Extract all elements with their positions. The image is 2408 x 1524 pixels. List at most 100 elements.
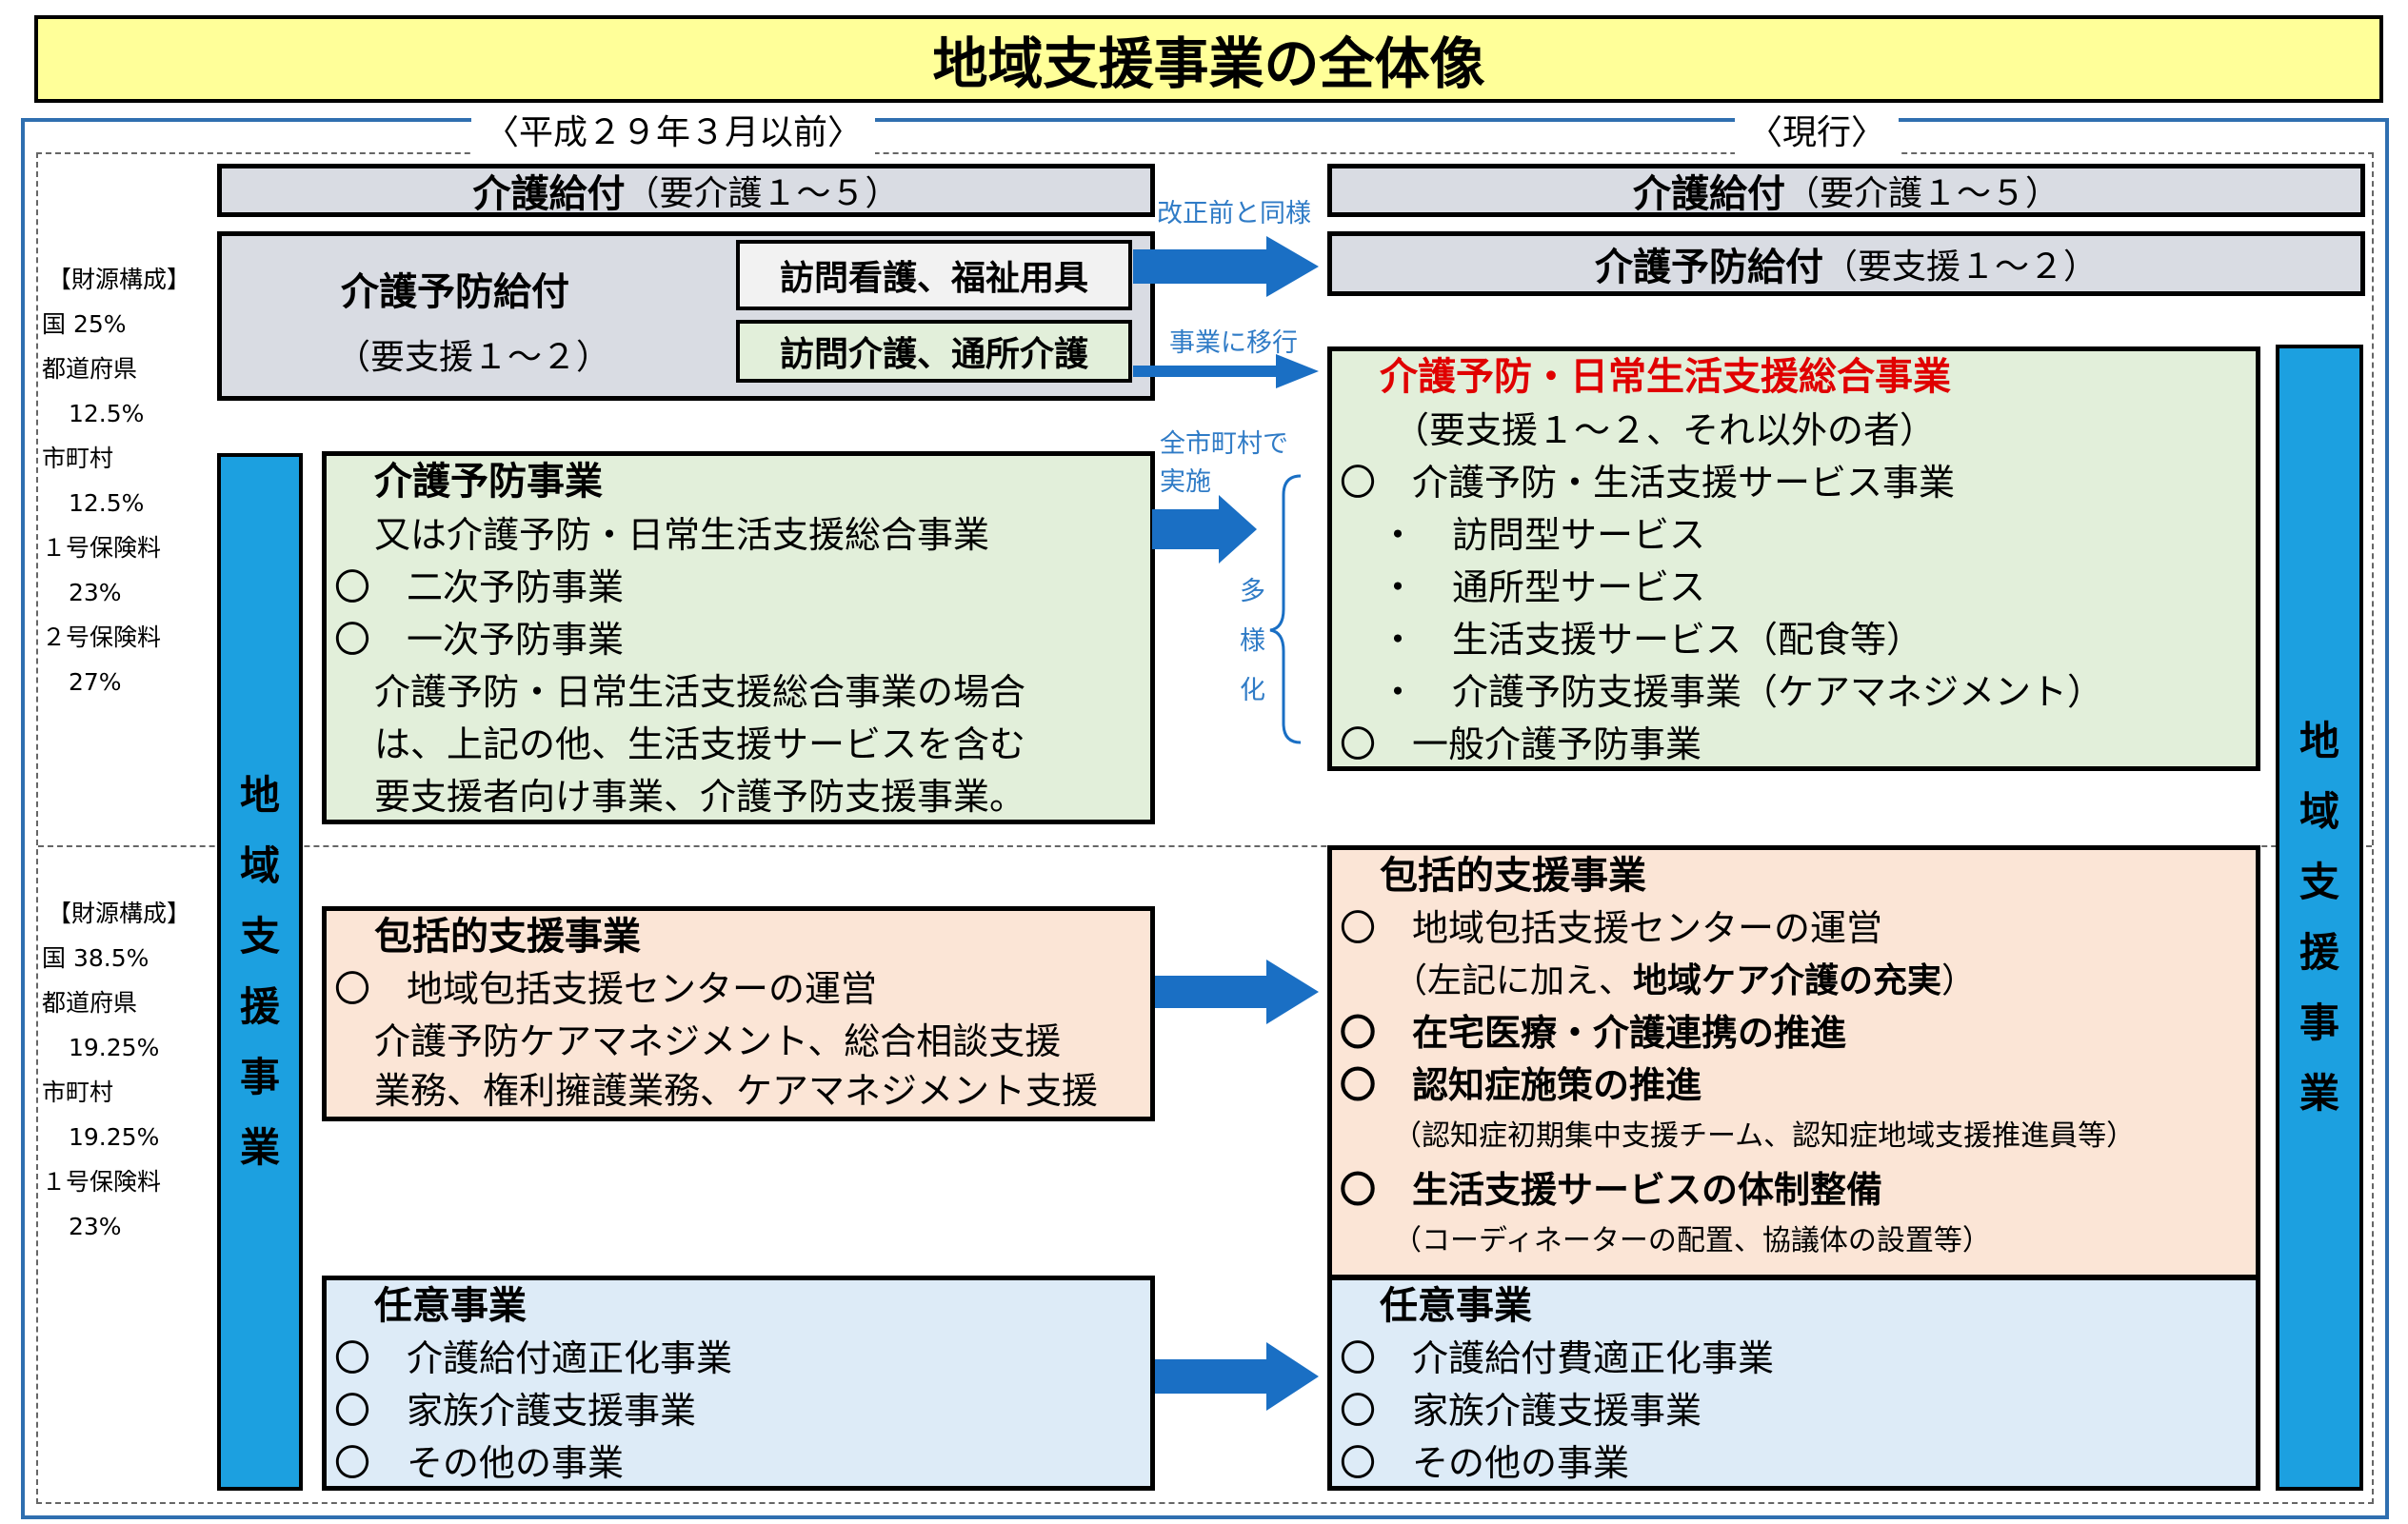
- funding-label: 【財源構成】: [48, 900, 191, 927]
- right-houkatsu-text: ）: [1941, 961, 1977, 1000]
- funding-item: 都道府県: [42, 989, 138, 1017]
- left-yobo-kyufu-sub: （要支援１～２）: [336, 338, 611, 377]
- funding-value: 19.25%: [69, 1034, 160, 1061]
- bar-char: 域: [2299, 788, 2339, 835]
- left-yobo-jigyo: 介護予防事業 又は介護予防・日常生活支援総合事業 〇 二次予防事業 〇 一次予防…: [322, 451, 1155, 824]
- funding-label: 【財源構成】: [48, 266, 191, 293]
- right-sogo-line: 〇 介護予防・生活支援サービス事業: [1340, 462, 1956, 504]
- arrow-move: [1133, 354, 1319, 388]
- label-diverse: 多 様 化: [1240, 567, 1265, 716]
- divider: [38, 845, 2372, 847]
- left-nini: 任意事業 〇 介護給付適正化事業 〇 家族介護支援事業 〇 その他の事業: [322, 1276, 1155, 1491]
- arrow-nini: [1155, 1342, 1319, 1411]
- funding-lower: 【財源構成】 国 38.5% 都道府県 19.25% 市町村 19.25% １号…: [42, 891, 204, 1249]
- arrow-yobo: [1152, 495, 1257, 564]
- right-sogo-jigyo: 介護予防・日常生活支援総合事業 （要支援１～２、それ以外の者） 〇 介護予防・生…: [1327, 346, 2260, 771]
- right-nini-line: 〇 その他の事業: [1340, 1442, 1630, 1484]
- left-houkatsu: 包括的支援事業 〇 地域包括支援センターの運営 介護予防ケアマネジメント、総合相…: [322, 906, 1155, 1121]
- funding-value: 19.25%: [69, 1123, 160, 1151]
- bar-char: 支: [239, 913, 280, 960]
- right-houkatsu-line: 〇 認知症施策の推進: [1340, 1064, 1702, 1106]
- right-yobo-kyufu: 介護予防給付 （要支援１～２）: [1327, 231, 2365, 296]
- left-kaigo-kyufu-main: 介護給付: [472, 172, 626, 216]
- funding-value: 12.5%: [69, 489, 145, 517]
- funding-item: 都道府県: [42, 355, 138, 383]
- right-kaigo-kyufu-main: 介護給付: [1632, 172, 1785, 216]
- funding-item: 市町村: [42, 445, 114, 472]
- left-chiiki-bar: 地域支援事業: [217, 453, 303, 1491]
- left-yobo-jigyo-line: 要支援者向け事業、介護予防支援事業。: [374, 776, 1026, 818]
- right-kaigo-kyufu: 介護給付 （要介護１～５）: [1327, 164, 2365, 217]
- brace-diverse: [1269, 474, 1302, 744]
- bar-char: 業: [239, 1124, 280, 1171]
- left-kaigo-kyufu-sub: （要介護１～５）: [625, 174, 900, 213]
- right-houkatsu-bold: 地域ケア介護の充実: [1633, 961, 1942, 1000]
- box-houmon-kaigo: 訪問介護、通所介護: [736, 320, 1132, 383]
- left-nini-line: 〇 介護給付適正化事業: [334, 1337, 733, 1379]
- left-houkatsu-line: 〇 地域包括支援センターの運営: [334, 968, 878, 1010]
- right-nini-line: 〇 家族介護支援事業: [1340, 1390, 1702, 1432]
- funding-item: ２号保険料: [42, 623, 162, 651]
- left-kaigo-kyufu: 介護給付 （要介護１～５）: [217, 164, 1155, 217]
- right-houkatsu-note: （認知症初期集中支援チーム、認知症地域支援推進員等）: [1393, 1119, 2136, 1153]
- right-sogo-line: ・ 生活支援サービス（配食等）: [1380, 619, 1923, 661]
- left-yobo-kyufu-main: 介護予防給付: [341, 270, 569, 314]
- right-houkatsu-line: 〇 在宅医療・介護連携の推進: [1340, 1012, 1847, 1054]
- left-houkatsu-line: 業務、権利擁護業務、ケアマネジメント支援: [374, 1070, 1099, 1112]
- bar-char: 援: [2299, 929, 2339, 976]
- left-yobo-jigyo-line: 又は介護予防・日常生活支援総合事業: [374, 514, 990, 556]
- arrow-kyufu: [1133, 236, 1319, 297]
- arrow-houkatsu: [1155, 960, 1319, 1024]
- funding-item: １号保険料: [42, 534, 162, 562]
- bar-char: 域: [239, 842, 280, 889]
- funding-value: 23%: [69, 1213, 122, 1240]
- funding-item: １号保険料: [42, 1168, 162, 1196]
- right-yobo-kyufu-main: 介護予防給付: [1594, 246, 1823, 289]
- funding-item: 国 25%: [42, 310, 127, 338]
- right-chiiki-bar: 地域支援事業: [2276, 345, 2363, 1491]
- left-yobo-jigyo-line: 〇 一次予防事業: [334, 619, 625, 661]
- inner-frame: [36, 152, 2374, 1504]
- left-chiiki-bar-label: 地域支援事業: [221, 761, 299, 1183]
- label-all2: 実施: [1160, 467, 1211, 497]
- right-sogo-line: 〇 一般介護予防事業: [1340, 723, 1702, 765]
- page-title: 地域支援事業の全体像: [34, 15, 2383, 103]
- label-all1: 全市町村で: [1160, 429, 1288, 459]
- bar-char: 事: [2299, 1000, 2339, 1046]
- funding-upper: 【財源構成】 国 25% 都道府県 12.5% 市町村 12.5% １号保険料 …: [42, 257, 204, 704]
- right-nini-line: 〇 介護給付費適正化事業: [1340, 1337, 1775, 1379]
- right-houkatsu-text: （左記に加え、: [1393, 961, 1634, 1000]
- right-houkatsu-line: 〇 生活支援サービスの体制整備: [1340, 1169, 1883, 1211]
- left-nini-line: 〇 その他の事業: [334, 1442, 625, 1484]
- left-yobo-jigyo-title: 介護予防事業: [374, 460, 603, 504]
- right-houkatsu-note: （コーディネーターの配置、協議体の設置等）: [1393, 1224, 1991, 1257]
- left-houkatsu-title: 包括的支援事業: [374, 915, 641, 959]
- left-yobo-jigyo-line: 介護予防・日常生活支援総合事業の場合: [374, 671, 1026, 713]
- bar-char: 地: [2299, 718, 2339, 764]
- funding-item: 国 38.5%: [42, 944, 149, 972]
- right-sogo-line: ・ 訪問型サービス: [1380, 514, 1706, 556]
- label-move: 事業に移行: [1169, 328, 1298, 358]
- diverse-char: 多: [1240, 577, 1265, 606]
- left-nini-title: 任意事業: [374, 1284, 527, 1328]
- right-chiiki-bar-label: 地域支援事業: [2279, 706, 2359, 1129]
- right-yobo-kyufu-sub: （要支援１～２）: [1822, 247, 2098, 287]
- right-houkatsu: 包括的支援事業 〇 地域包括支援センターの運営 （左記に加え、地域ケア介護の充実…: [1327, 845, 2260, 1279]
- left-yobo-jigyo-line: は、上記の他、生活支援サービスを含む: [374, 723, 1026, 765]
- left-header: 〈平成２９年３月以前〉: [471, 105, 876, 154]
- funding-value: 23%: [69, 579, 122, 606]
- outer-frame: [21, 118, 2389, 1519]
- right-sogo-line: （要支援１～２、それ以外の者）: [1393, 409, 1937, 451]
- left-nini-line: 〇 家族介護支援事業: [334, 1390, 697, 1432]
- right-nini: 任意事業 〇 介護給付費適正化事業 〇 家族介護支援事業 〇 その他の事業: [1327, 1276, 2260, 1491]
- right-header: 〈現行〉: [1735, 105, 1900, 154]
- funding-value: 12.5%: [69, 400, 145, 427]
- right-kaigo-kyufu-sub: （要介護１～５）: [1784, 174, 2060, 213]
- bar-char: 援: [239, 983, 280, 1030]
- diverse-char: 様: [1240, 626, 1265, 656]
- right-sogo-title: 介護予防・日常生活支援総合事業: [1380, 355, 1951, 399]
- funding-value: 27%: [69, 668, 122, 696]
- right-sogo-line: ・ 介護予防支援事業（ケアマネジメント）: [1380, 671, 2104, 713]
- bar-char: 支: [2299, 859, 2339, 905]
